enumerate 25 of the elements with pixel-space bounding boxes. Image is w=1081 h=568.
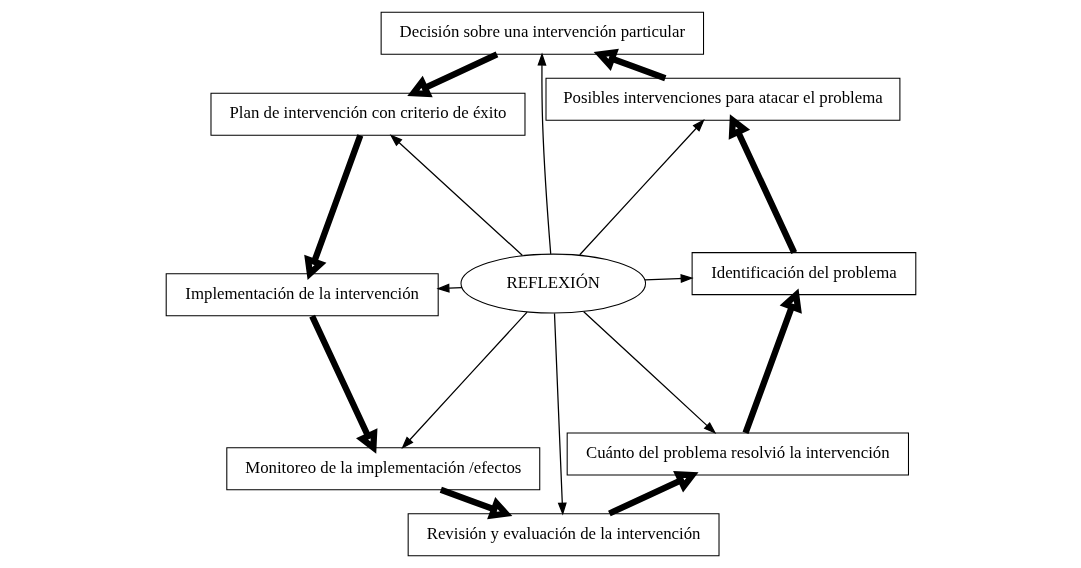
arrow bbox=[389, 134, 523, 256]
node-box: Posibles intervenciones para atacar el problema bbox=[544, 77, 900, 121]
node-ellipse: REFLEXIÓN bbox=[459, 253, 646, 314]
node-box: Decisión sobre una intervención particular bbox=[380, 11, 704, 55]
arrow bbox=[553, 312, 567, 516]
arrow bbox=[308, 314, 377, 454]
arrow bbox=[435, 283, 463, 293]
arrow bbox=[303, 134, 363, 280]
arrow bbox=[578, 119, 705, 256]
arrow bbox=[439, 486, 512, 520]
node-box: Identificación del problema bbox=[691, 252, 916, 296]
arrow bbox=[728, 114, 797, 254]
node-box: Cuánto del problema resolvió la intervención bbox=[566, 432, 909, 476]
node-box: Monitoreo de la implementación /efectos bbox=[225, 447, 540, 491]
node-box: Revisión y evaluación de la intervención bbox=[407, 513, 720, 557]
arrow bbox=[593, 48, 666, 82]
arrow bbox=[406, 51, 498, 98]
arrow bbox=[643, 273, 694, 284]
node-box: Implementación de la intervención bbox=[165, 273, 439, 317]
node-box: Plan de intervención con criterio de éxito bbox=[209, 92, 525, 136]
arrow bbox=[536, 52, 551, 255]
arrow bbox=[582, 311, 716, 435]
arrow bbox=[400, 311, 528, 450]
arrow bbox=[607, 470, 698, 517]
arrow bbox=[742, 288, 802, 435]
